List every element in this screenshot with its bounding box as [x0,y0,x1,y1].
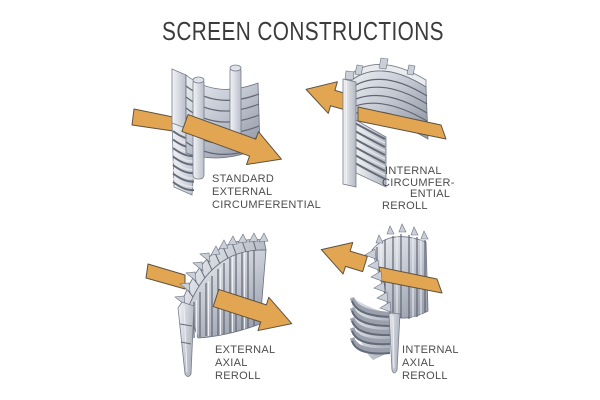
outflow-arrow [181,114,282,166]
inflow-arrow-tail [357,106,447,140]
outflow-arrow [212,288,293,332]
label-line: EXTERNAL [212,186,273,198]
panel-label-external-axial-reroll: EXTERNAL AXIAL REROLL [215,344,275,383]
axial-wire-screen [174,232,269,377]
inner-wrap-rings [349,297,391,355]
serrated-wire-crest [174,232,269,306]
inflow-arrow-stub [145,263,186,290]
panel-label-standard-external-circumferential: STANDARD EXTERNAL CIRCUMFERENTIAL [212,173,321,212]
internal-axial-reroll-illustration [320,223,443,374]
edge-support-column [342,70,357,188]
serrated-wire-edge [364,248,392,313]
standard-external-circumferential-illustration [131,64,282,196]
panel-label-internal-circumferential-reroll: INTERNAL CIRCUMFER- ENTIAL REROLL [382,165,455,212]
label-line: AXIAL [402,357,435,369]
rim-wire-ticks [186,239,257,298]
rolled-edge-column [177,301,195,377]
rod-tip [344,70,355,81]
support-rod [229,64,242,148]
diagram-title: SCREEN CONSTRUCTIONS [162,16,444,46]
rod-tip [406,64,416,76]
axial-wire-screen [349,223,429,360]
rod-tip [354,64,364,76]
external-axial-reroll-illustration [145,232,293,377]
label-line: INTERNAL [385,165,442,177]
inflow-arrow-stub [131,108,174,132]
label-line: CIRCUMFER- [382,176,455,189]
label-line: INTERNAL [402,344,459,356]
rim-rod-tips [375,223,429,244]
label-line: REROLL [402,370,448,382]
label-line: EXTERNAL [215,344,276,356]
label-line: ENTIAL [410,188,451,200]
label-line: AXIAL [215,357,248,369]
outflow-arrow [320,241,368,275]
internal-circumferential-reroll-illustration [305,57,447,188]
hanging-support-rod [388,312,401,374]
label-line: CIRCUMFERENTIAL [212,199,322,211]
label-line: STANDARD [212,173,275,185]
rod-tip [378,57,389,70]
panel-label-internal-axial-reroll: INTERNAL AXIAL REROLL [402,344,459,383]
label-line: REROLL [382,199,428,212]
label-line: REROLL [215,370,261,382]
inner-wrap-rings [354,122,386,180]
